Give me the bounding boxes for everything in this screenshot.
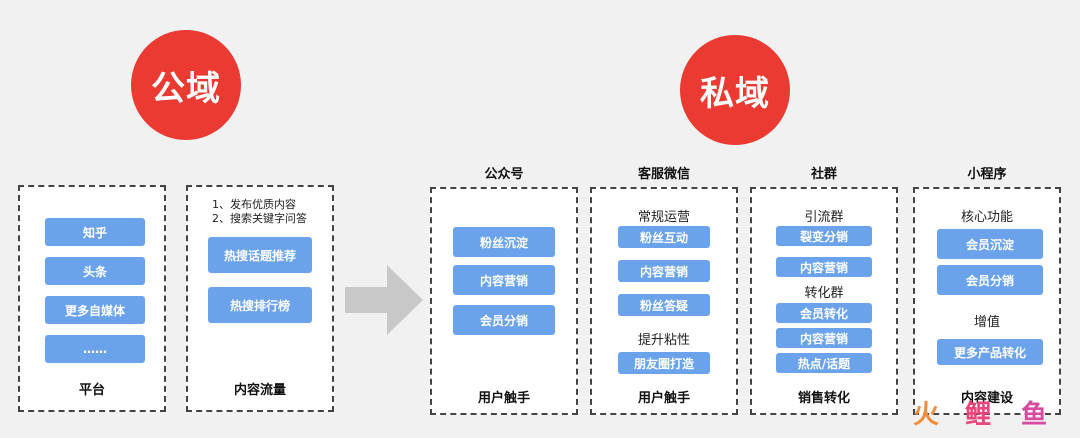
community-item[interactable]: 内容营销 [776, 257, 872, 277]
watermark-logo: 火 鲤 鱼 [913, 392, 1078, 436]
community-panel: 引流群 裂变分销 内容营销 转化群 会员转化 内容营销 热点/话题 销售转化 [750, 187, 898, 415]
community-group1-label: 引流群 [804, 210, 844, 225]
content-footer: 内容流量 [233, 383, 286, 398]
mini-program-footer: 内容建设 [960, 391, 1013, 406]
mini-program-panel: 核心功能 会员沉淀 会员分销 增值 更多产品转化 内容建设 [913, 187, 1061, 415]
public-domain-circle: 公域 [131, 30, 241, 140]
private-domain-title: 私域 [700, 73, 770, 114]
customer-service-item[interactable]: 粉丝答疑 [618, 294, 710, 316]
wechat-official-panel: 粉丝沉淀 内容营销 会员分销 用户触手 [430, 187, 578, 415]
platform-item[interactable]: 更多自媒体 [45, 296, 145, 324]
wechat-official-footer: 用户触手 [477, 391, 530, 406]
watermark-char: 火 [913, 400, 940, 430]
customer-service-footer: 用户触手 [637, 391, 690, 406]
platform-item[interactable]: …… [45, 335, 145, 363]
watermark-char: 鱼 [1021, 400, 1048, 430]
wechat-official-item[interactable]: 会员分销 [453, 305, 555, 335]
community-footer: 销售转化 [797, 391, 850, 406]
wechat-official-item[interactable]: 粉丝沉淀 [453, 227, 555, 257]
customer-service-item[interactable]: 粉丝互动 [618, 226, 710, 248]
watermark-char: 鲤 [965, 400, 992, 430]
community-header: 社群 [810, 167, 837, 182]
customer-service-item[interactable]: 朋友圈打造 [618, 352, 710, 374]
customer-service-panel: 常规运营 粉丝互动 内容营销 粉丝答疑 提升粘性 朋友圈打造 用户触手 [590, 187, 738, 415]
mini-program-group2-label: 增值 [973, 315, 1000, 330]
content-note: 2、搜索关键字问答 [212, 212, 307, 225]
wechat-official-item[interactable]: 内容营销 [453, 265, 555, 295]
community-group2-label: 转化群 [804, 286, 844, 301]
community-item[interactable]: 裂变分销 [776, 226, 872, 246]
customer-service-item[interactable]: 内容营销 [618, 260, 710, 282]
platform-item[interactable]: 知乎 [45, 218, 145, 246]
public-domain-title: 公域 [151, 68, 221, 109]
content-traffic-panel: 1、发布优质内容 2、搜索关键字问答 热搜话题推荐 热搜排行榜 内容流量 [186, 185, 334, 412]
community-item[interactable]: 热点/话题 [776, 353, 872, 373]
platform-panel: 知乎 头条 更多自媒体 …… 平台 [18, 185, 166, 412]
customer-service-group2-label: 提升粘性 [637, 333, 690, 348]
platform-item[interactable]: 头条 [45, 257, 145, 285]
community-item[interactable]: 会员转化 [776, 303, 872, 323]
platform-footer: 平台 [78, 383, 105, 398]
customer-service-header: 客服微信 [637, 167, 690, 182]
mini-program-item[interactable]: 会员沉淀 [937, 229, 1043, 259]
mini-program-header: 小程序 [967, 167, 1007, 182]
mini-program-item[interactable]: 更多产品转化 [937, 339, 1043, 365]
private-domain-circle: 私域 [680, 35, 790, 145]
arrow-right-icon [345, 265, 423, 335]
wechat-official-header: 公众号 [484, 167, 524, 182]
customer-service-group1-label: 常规运营 [637, 210, 690, 225]
content-item[interactable]: 热搜排行榜 [208, 287, 312, 323]
community-item[interactable]: 内容营销 [776, 328, 872, 348]
mini-program-group1-label: 核心功能 [960, 210, 1013, 225]
mini-program-item[interactable]: 会员分销 [937, 265, 1043, 295]
content-note: 1、发布优质内容 [212, 198, 296, 211]
content-item[interactable]: 热搜话题推荐 [208, 237, 312, 273]
